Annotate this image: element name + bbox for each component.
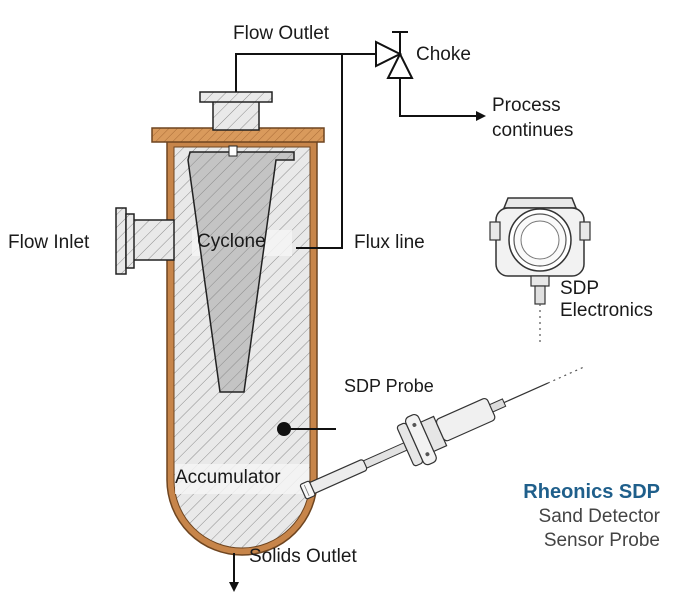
sdp-probe-icon: [299, 366, 585, 500]
process-continues-label-line2: continues: [492, 120, 574, 141]
sdp-probe-label: SDP Probe: [344, 376, 434, 396]
brand-block: Rheonics SDP Sand Detector Sensor Probe: [523, 480, 660, 553]
flow-inlet-label: Flow Inlet: [8, 232, 90, 253]
sdp-electronics-label-line1: SDP: [560, 278, 600, 299]
accumulator-label: Accumulator: [175, 467, 281, 488]
sdp-electronics-label-line2: Electronics: [560, 300, 653, 321]
cyclone-label: Cyclone: [197, 231, 266, 252]
sdp-electronics-icon: [489, 197, 591, 344]
process-continues-arrow: [399, 78, 486, 121]
solids-outlet-label: Solids Outlet: [249, 546, 357, 567]
brand-line-2: Sand Detector: [538, 506, 660, 527]
probe-mount-point: [277, 422, 336, 436]
choke-label: Choke: [416, 44, 471, 65]
process-continues-label-line1: Process: [492, 95, 561, 116]
flow-outlet-line: [235, 53, 376, 92]
flux-line-label: Flux line: [354, 232, 425, 253]
brand-line-3: Sensor Probe: [543, 529, 660, 551]
flow-outlet-label: Flow Outlet: [233, 23, 330, 44]
choke-valve: [375, 31, 414, 79]
top-flange: [151, 91, 325, 143]
flow-inlet-nozzle: [115, 207, 175, 275]
flux-line: [296, 54, 343, 249]
brand-title: Rheonics SDP: [523, 481, 660, 503]
cyclone-cone: [187, 145, 295, 393]
